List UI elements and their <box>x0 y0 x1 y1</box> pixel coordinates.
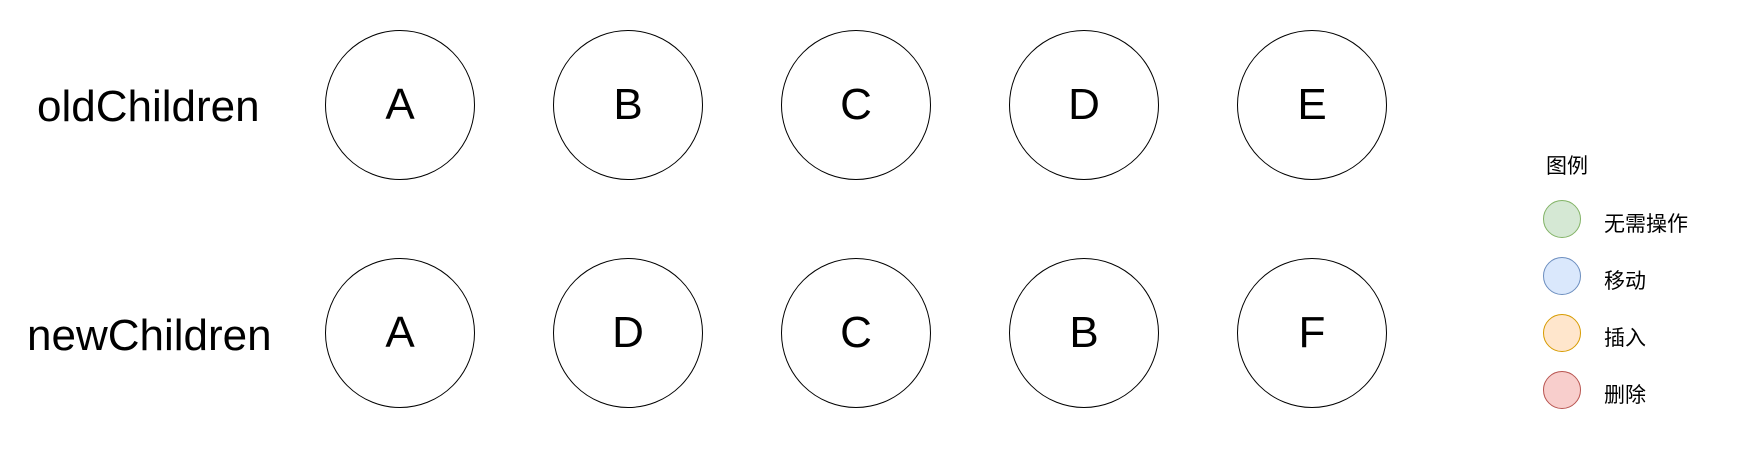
legend-swatch-move <box>1543 257 1581 295</box>
legend-swatch-insert <box>1543 314 1581 352</box>
new-node-1: A <box>325 258 475 408</box>
new-node-2: D <box>553 258 703 408</box>
old-node-1: A <box>325 30 475 180</box>
new-children-label: newChildren <box>27 311 272 360</box>
old-node-2: B <box>553 30 703 180</box>
legend-title: 图例 <box>1546 154 1588 178</box>
old-node-5: E <box>1237 30 1387 180</box>
legend-label-no-op: 无需操作 <box>1604 212 1688 236</box>
legend-item-delete: 删除 <box>1543 371 1733 411</box>
legend-item-insert: 插入 <box>1543 314 1733 354</box>
legend-label-move: 移动 <box>1604 269 1646 293</box>
legend-label-delete: 删除 <box>1604 383 1646 407</box>
legend-item-move: 移动 <box>1543 257 1733 297</box>
legend-item-no-op: 无需操作 <box>1543 200 1733 240</box>
legend-swatch-no-op <box>1543 200 1581 238</box>
legend-label-insert: 插入 <box>1604 326 1646 350</box>
old-node-4: D <box>1009 30 1159 180</box>
new-node-3: C <box>781 258 931 408</box>
new-node-4: B <box>1009 258 1159 408</box>
old-children-label: oldChildren <box>37 82 260 131</box>
new-node-5: F <box>1237 258 1387 408</box>
old-node-3: C <box>781 30 931 180</box>
legend-swatch-delete <box>1543 371 1581 409</box>
